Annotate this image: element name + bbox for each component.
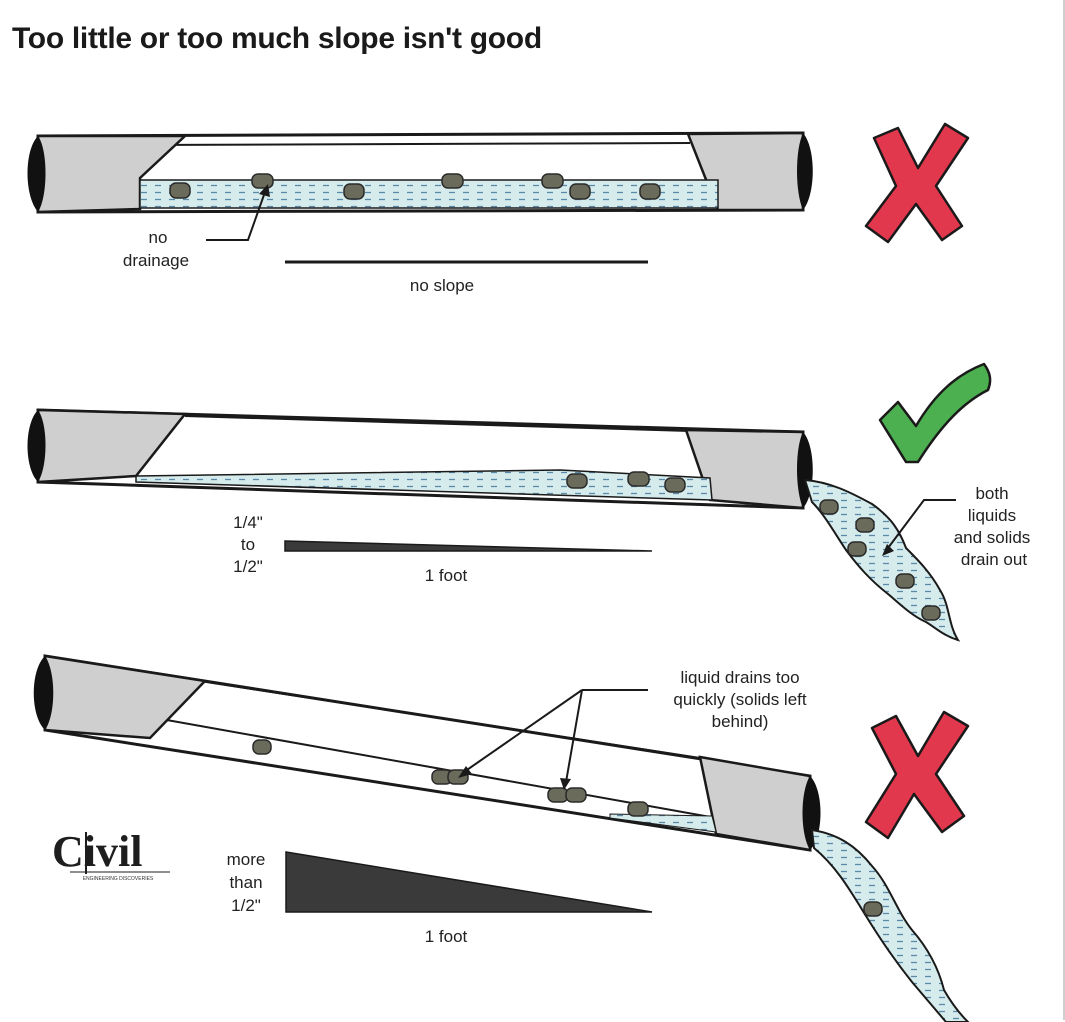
solids — [819, 499, 941, 621]
red-x-icon — [864, 710, 970, 840]
rise-label-line3: 1/2" — [231, 896, 261, 915]
run-label: 1 foot — [425, 927, 468, 946]
outflow-stream — [803, 478, 961, 642]
too-fast-label-line2: quickly (solids left — [673, 690, 806, 709]
pipe-no-slope — [27, 131, 813, 264]
pipe-correct-slope — [27, 408, 961, 642]
no-slope-label: no slope — [410, 276, 474, 295]
diagram-title: Too little or too much slope isn't good — [12, 22, 542, 55]
red-x-icon — [864, 122, 970, 244]
rise-label-line1: 1/4" — [233, 513, 263, 532]
pipe-steep-slope — [33, 654, 970, 1022]
outflow-stream — [810, 828, 970, 1022]
both-drain-leader — [887, 499, 956, 549]
solids — [566, 471, 686, 493]
green-check-icon — [878, 362, 992, 464]
drain-out-label-line1: both — [975, 484, 1008, 503]
no-drainage-leader — [206, 191, 266, 241]
slope-wedge-quarter-inch — [284, 540, 653, 552]
no-drainage-label-line1: no — [149, 228, 168, 247]
rise-label-line3: 1/2" — [233, 557, 263, 576]
drain-out-label-line4: drain out — [961, 550, 1027, 569]
rise-label-line2: to — [241, 535, 255, 554]
drain-out-label-line3: and solids — [954, 528, 1031, 547]
no-drainage-label-line2: drainage — [123, 251, 189, 270]
too-fast-label-line1: liquid drains too — [680, 668, 799, 687]
slope-wedge-steep — [285, 851, 653, 913]
too-fast-label-line3: behind) — [712, 712, 769, 731]
rise-label-line1: more — [227, 850, 266, 869]
svg-text:Civil: Civil — [52, 827, 142, 876]
rise-label-line2: than — [229, 873, 262, 892]
civil-logo: Civil ENGINEERING DISCOVERIES — [52, 827, 170, 882]
residual-water — [609, 813, 717, 833]
drain-out-label-line2: liquids — [968, 506, 1016, 525]
svg-text:ENGINEERING DISCOVERIES: ENGINEERING DISCOVERIES — [83, 876, 154, 882]
run-label: 1 foot — [425, 566, 468, 585]
standing-water — [139, 179, 719, 209]
